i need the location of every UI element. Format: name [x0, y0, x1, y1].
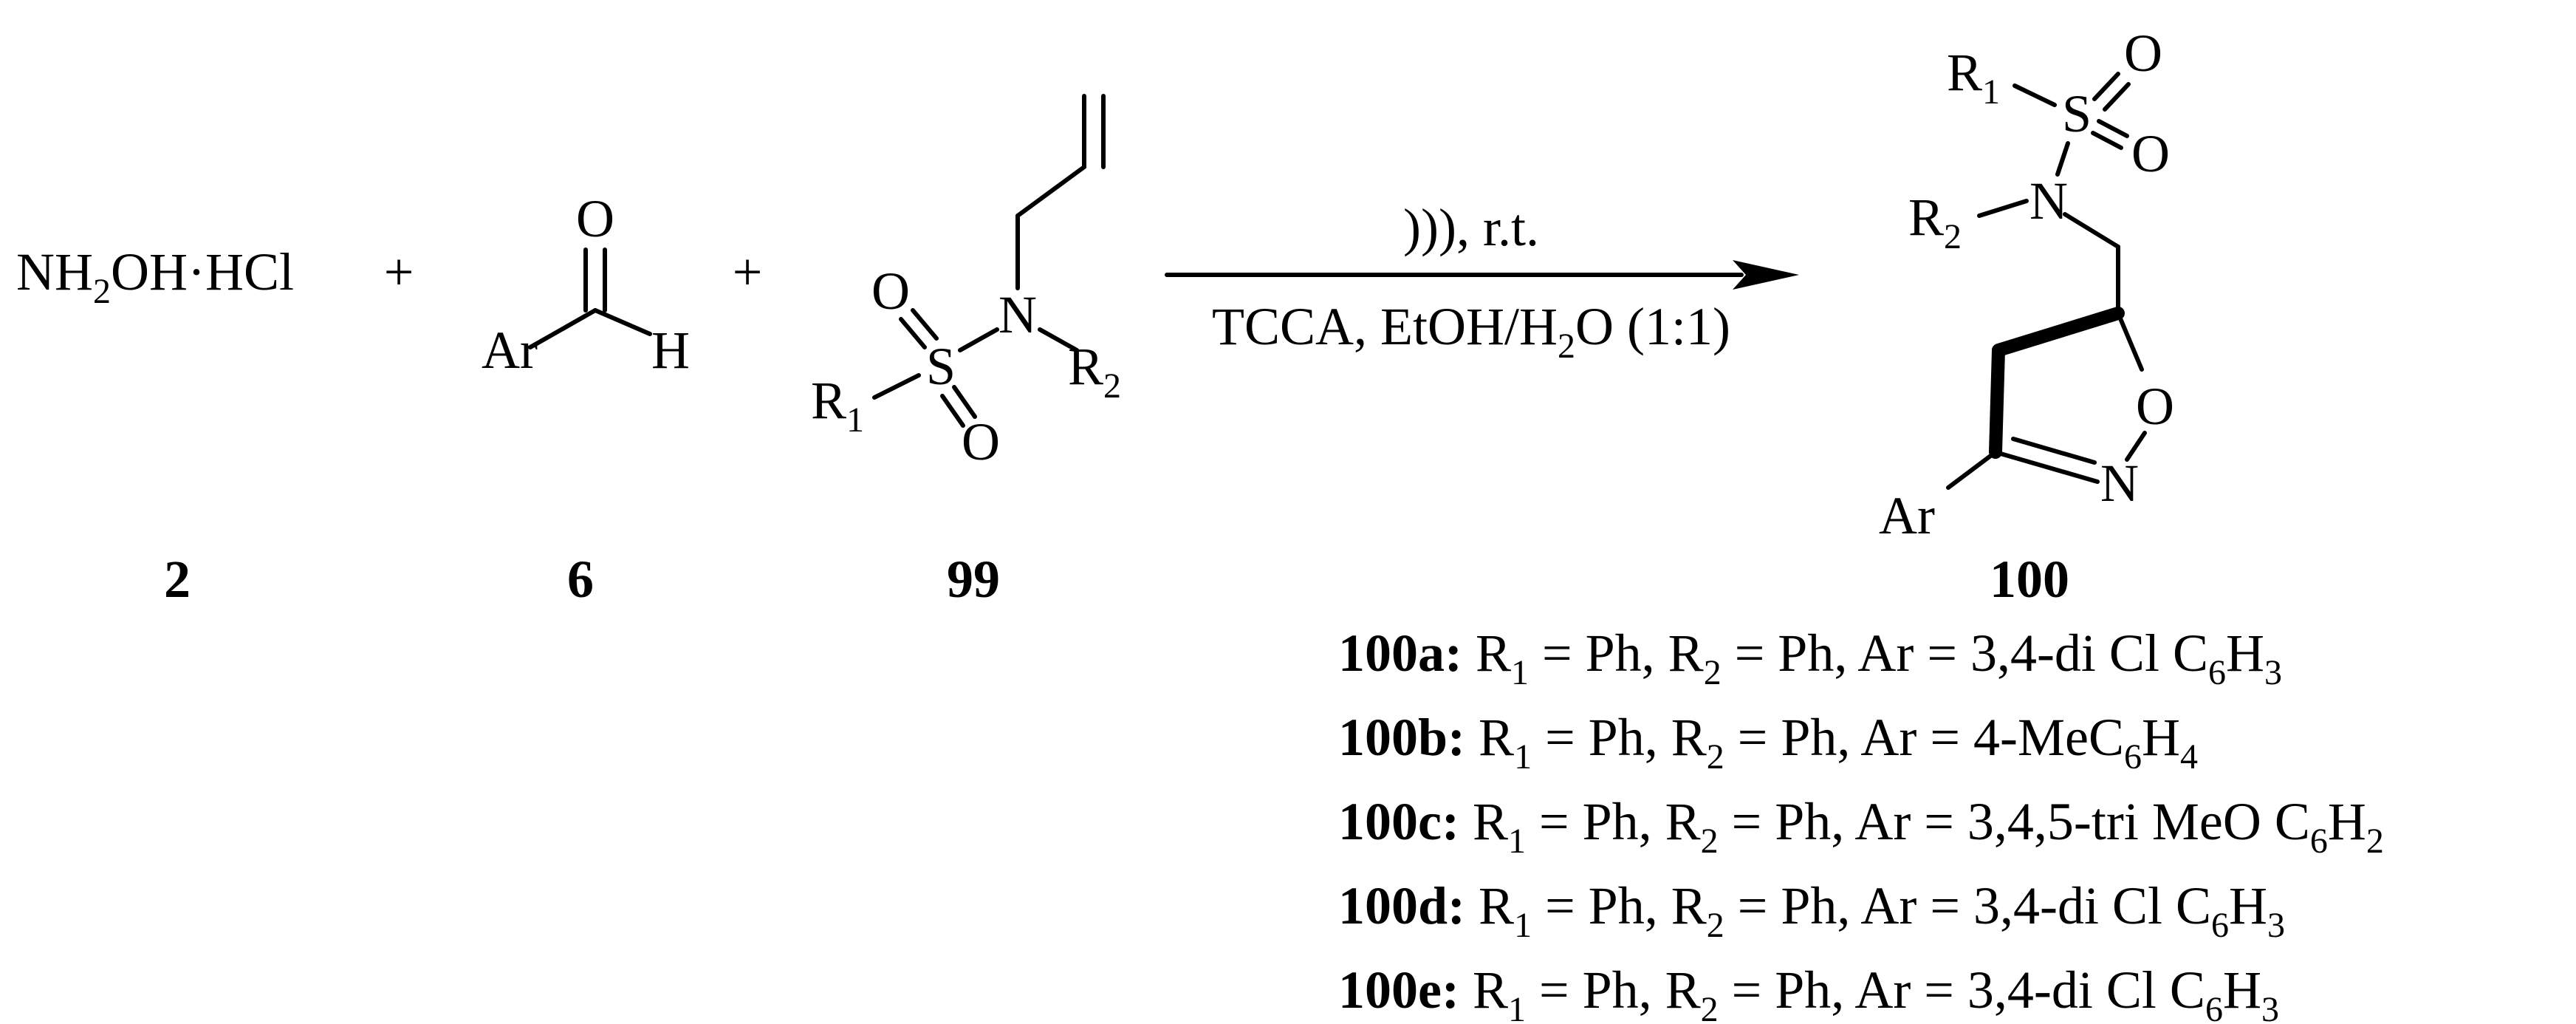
product-ar: Ar: [1879, 486, 1935, 545]
product-c5-o-bond: [2116, 311, 2144, 372]
s-o-bottom-bond-a: [940, 394, 965, 428]
product-o-n-bond: [2125, 431, 2147, 462]
aldehyde-h-bond: [593, 308, 652, 336]
reaction-arrow: ))), r.t. TCCA, EtOH/H2O (1:1): [1165, 198, 1799, 366]
allyl-bond: [1015, 165, 1086, 218]
sulfonamide-r1: R1: [811, 371, 864, 440]
product-o1: O: [2124, 24, 2162, 83]
compound-label-100: 100: [1990, 550, 2069, 609]
s-o-bottom-bond-b: [952, 385, 977, 419]
s-n-bond: [958, 327, 999, 352]
sulfonamide-s: S: [926, 337, 956, 396]
product-c3-ar-bond: [1946, 450, 1998, 490]
product-n-sulfonamide: N: [2029, 171, 2068, 231]
product-s-o2-bond-b: [2091, 131, 2123, 150]
aldehyde: O Ar H 6: [482, 189, 690, 609]
product-ring-n: N: [2100, 454, 2139, 513]
product-n-r2-bond: [1977, 199, 2029, 218]
aldehyde-ar-bond: [528, 308, 597, 349]
variant-line: 100b: R1 = Ph, R2 = Ph, Ar = 4-MeC6H4: [1338, 708, 2198, 776]
variant-line: 100c: R1 = Ph, R2 = Ph, Ar = 3,4,5-tri M…: [1338, 792, 2384, 861]
isoxazoline-product: R1 S O O N R2 O N Ar 100: [1879, 24, 2174, 609]
hydroxylamine-hydrochloride: NH2OH·HCl 2: [16, 242, 294, 609]
product-c3-n-bond: [1993, 450, 2100, 484]
product-r1: R1: [1947, 43, 2000, 112]
product-s-o1-bond-b: [2103, 82, 2131, 112]
arrow-conditions-below: TCCA, EtOH/H2O (1:1): [1212, 297, 1730, 366]
s-o-top-bond-a: [899, 317, 927, 349]
arrow-conditions-above: ))), r.t.: [1403, 198, 1539, 257]
variant-line: 100e: R1 = Ph, R2 = Ph, Ar = 3,4-di Cl C…: [1338, 960, 2279, 1024]
product-s-n-bond: [2055, 141, 2070, 177]
sulfonamide-o-bottom: O: [962, 412, 1000, 471]
product-ring-o: O: [2136, 377, 2174, 436]
n-allyl-sulfonamide: N R2 S O O R1 99: [811, 94, 1121, 609]
product-o2: O: [2131, 124, 2170, 183]
compound-label-2: 2: [164, 550, 191, 609]
sulfonamide-r2: R2: [1068, 337, 1121, 406]
compound-label-99: 99: [947, 550, 1000, 609]
arrow-head: [1733, 260, 1799, 290]
product-s-o1-bond-a: [2092, 72, 2120, 101]
plus-sign-1: +: [384, 242, 414, 301]
product-c3-n-double-bond: [2011, 437, 2097, 465]
n-r2-bond: [1038, 327, 1079, 352]
sulfonamide-n: N: [998, 285, 1037, 344]
aldehyde-h: H: [651, 321, 690, 380]
s-r1-bond: [872, 373, 921, 400]
plus-sign-2: +: [733, 242, 763, 301]
product-s-o2-bond-a: [2097, 119, 2129, 138]
product-s: S: [2062, 84, 2092, 143]
aldehyde-ar: Ar: [482, 321, 538, 380]
product-n-ch2-bond: [2063, 212, 2120, 249]
s-o-top-bond-b: [911, 308, 939, 341]
aldehyde-oxygen: O: [576, 189, 614, 248]
variant-line: 100d: R1 = Ph, R2 = Ph, Ar = 3,4-di Cl C…: [1338, 876, 2285, 945]
product-r2: R2: [1908, 188, 1962, 256]
product-ring-bold-bonds: [1989, 307, 2125, 459]
compound-label-6: 6: [567, 550, 594, 609]
product-r1-s-bond: [2012, 83, 2057, 107]
sulfonamide-o-top: O: [871, 262, 910, 321]
hydroxylamine-formula: NH2OH·HCl: [16, 242, 294, 311]
product-variants: 100a: R1 = Ph, R2 = Ph, Ar = 3,4-di Cl C…: [1338, 624, 2384, 1024]
variant-line: 100a: R1 = Ph, R2 = Ph, Ar = 3,4-di Cl C…: [1338, 624, 2282, 692]
